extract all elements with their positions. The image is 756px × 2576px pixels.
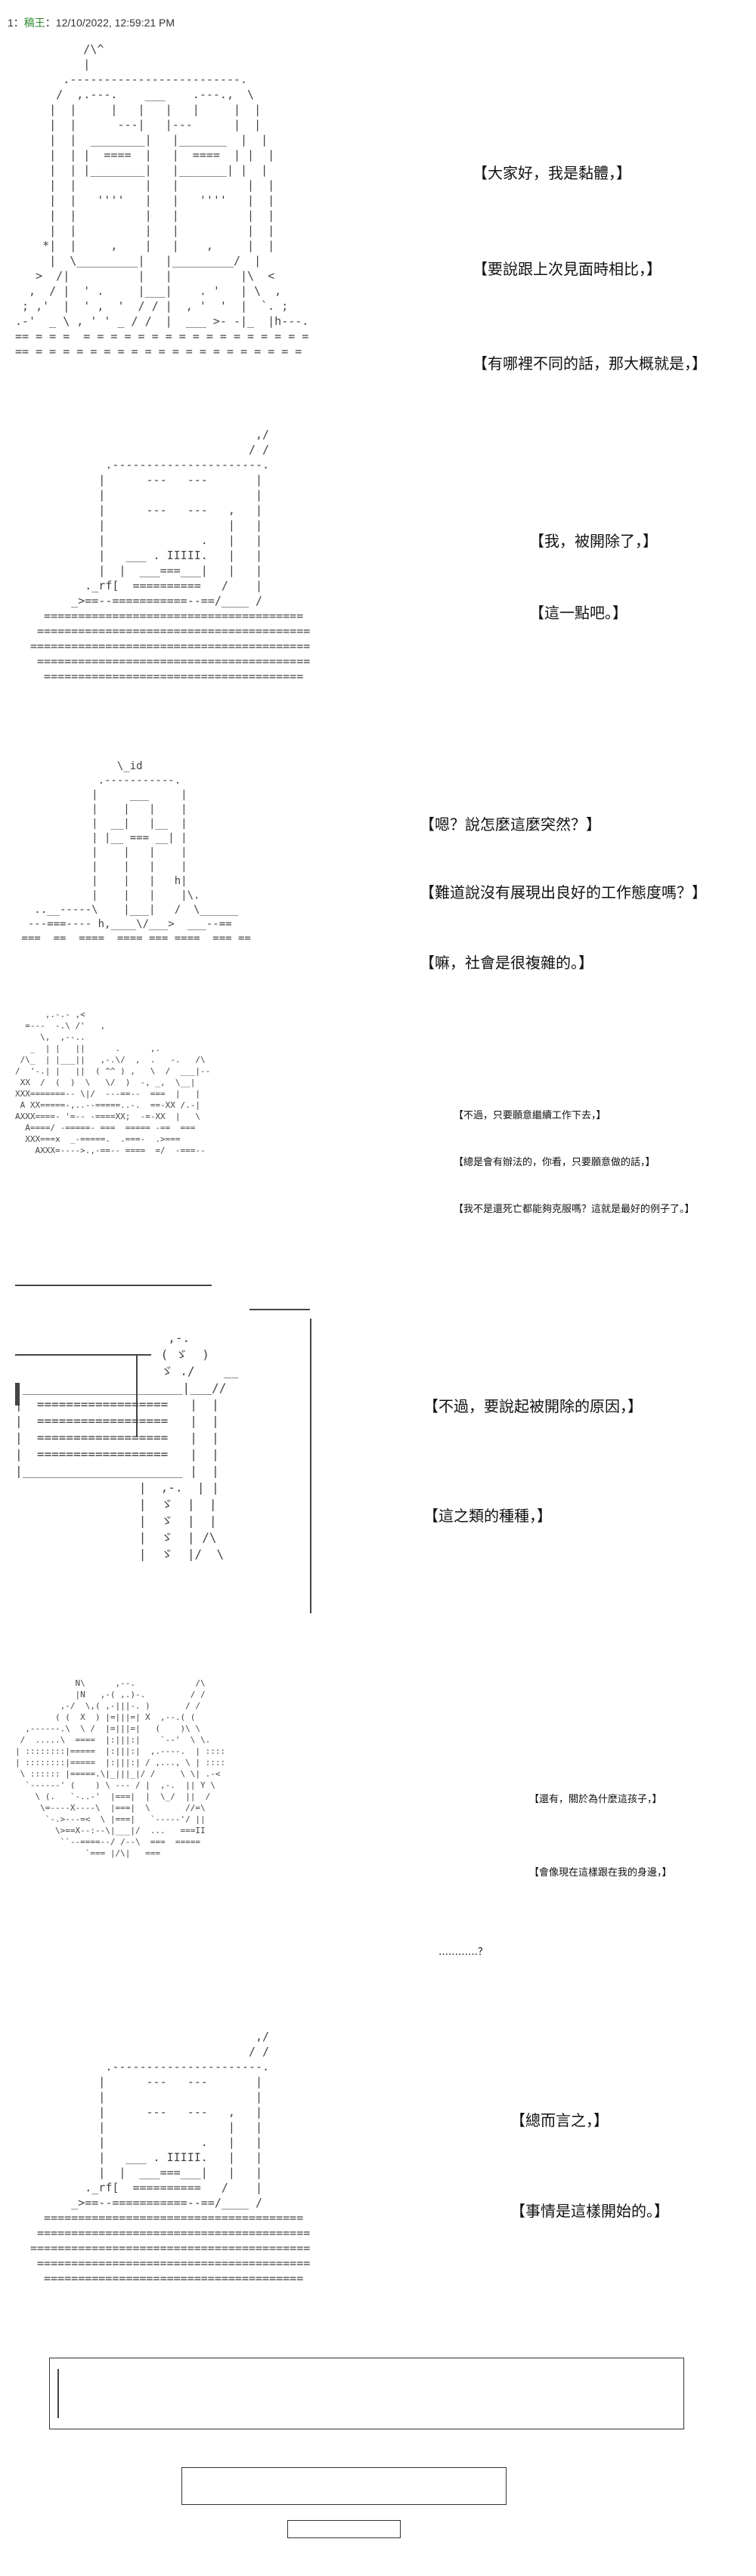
dialogue-line: 【不過，只要願意繼續工作下去，】 — [454, 1110, 606, 1121]
dialogue-line: 【總是會有辦法的，你看，只要願意做的話，】 — [454, 1157, 655, 1168]
girl-art: N\ ,--. /\ |N ,-( ,.)-. / / ,-/ \,( ,-||… — [15, 1678, 226, 1858]
knight-shoulders-art: ,/ / / .----------------------. | --- --… — [30, 428, 311, 683]
blank-frame-medium — [181, 2467, 507, 2505]
author-name[interactable]: 稿王 — [23, 17, 45, 29]
dialogue-line: 【事情是這樣開始的。】 — [510, 2202, 669, 2220]
dialogue-line: 【會像現在這樣跟在我的身邊，】 — [529, 1867, 672, 1879]
panel-rule — [249, 1309, 310, 1310]
post-header: 1：稿王：12/10/2022, 12:59:21 PM — [8, 17, 175, 29]
dialogue-line: 【我不是還死亡都能夠克服嗎？這就是最好的例子了。】 — [454, 1204, 695, 1215]
panel-rule — [310, 1319, 311, 1613]
blank-frame-large — [49, 2358, 684, 2429]
closeup-art: ,-. ( ゞ ) ゞ ./ __ ______________________… — [15, 1331, 239, 1561]
panel-rule — [15, 1383, 20, 1406]
dialogue-line: 【難道說沒有展現出良好的工作態度嗎？】 — [420, 883, 707, 901]
dialogue-line: 【嗯？說怎麼這麼突然？】 — [420, 815, 601, 833]
post-timestamp: 12/10/2022, 12:59:21 PM — [55, 17, 175, 29]
frame-tick — [57, 2369, 59, 2418]
dialogue-line: 【要說跟上次見面時相比，】 — [472, 260, 662, 278]
dialogue-line: 【嘛，社會是很複雜的。】 — [420, 954, 593, 972]
knight-front-art: \_id .-----------. | ___ | | | | | | __|… — [21, 760, 251, 945]
dialogue-line: 【大家好，我是黏體，】 — [472, 164, 631, 182]
panel-rule — [15, 1285, 212, 1286]
dialogue-line: 【還有，關於為什麼這孩子，】 — [529, 1794, 662, 1805]
dialogue-line: 【總而言之，】 — [510, 2111, 609, 2129]
post-number: 1 — [8, 17, 14, 29]
dialogue-line: 【這之類的種種，】 — [423, 1507, 552, 1525]
dialogue-line: 【這一點吧。】 — [529, 604, 627, 622]
knight-shoulders-art: ,/ / / .----------------------. | --- --… — [30, 2030, 311, 2285]
knight-helmet-art: /\^ | .-------------------------. / ,.--… — [15, 42, 309, 358]
crowd-scene-art: ,.-.- ,< =--- -.\ /' , \, ,--.. _ | | ||… — [15, 1010, 211, 1155]
panel-rule — [15, 1354, 151, 1356]
dialogue-line: 【不過，要說起被開除的原因，】 — [423, 1397, 643, 1415]
dialogue-line: …………？ — [438, 1947, 488, 1958]
dialogue-line: 【我，被開除了，】 — [529, 532, 658, 550]
dialogue-line: 【有哪裡不同的話，那大概就是，】 — [472, 354, 707, 373]
blank-frame-small — [287, 2520, 401, 2538]
panel-rule — [136, 1354, 138, 1437]
